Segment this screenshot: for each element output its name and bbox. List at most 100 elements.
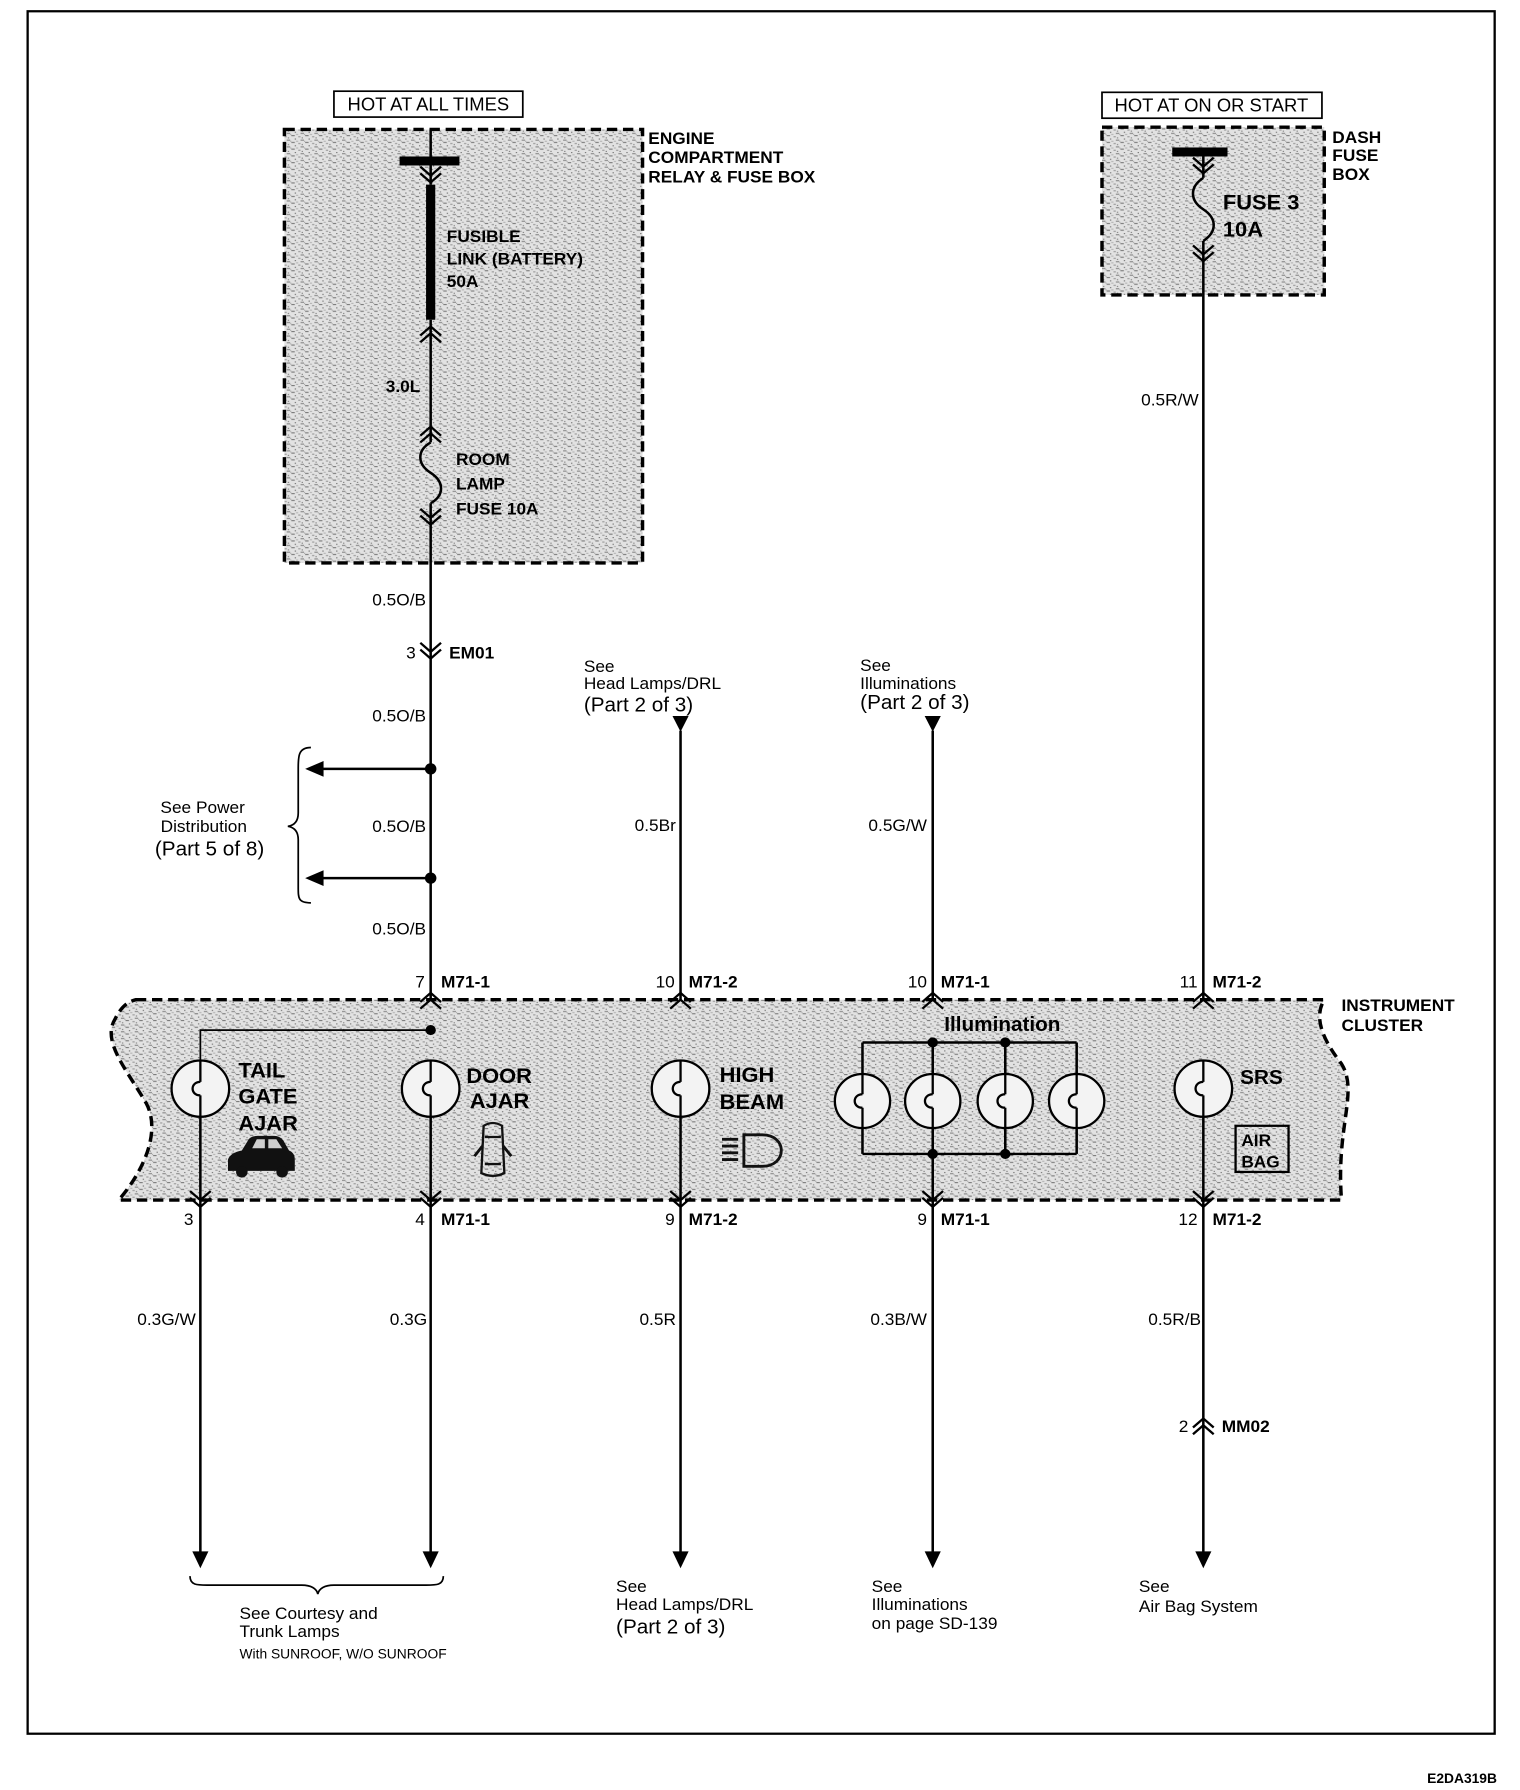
instrument-cluster-label-2: CLUSTER <box>1342 1016 1424 1035</box>
illumination-label: Illumination <box>944 1013 1060 1036</box>
srs-out-arrow <box>1195 1551 1212 1569</box>
em01-pin: 3 <box>406 644 416 663</box>
out-pin-3-number: 3 <box>184 1210 194 1229</box>
head-lamps-out-ref-1: See <box>616 1577 647 1596</box>
air-bag-ref-2: Air Bag System <box>1139 1597 1258 1616</box>
air-bag-ref-1: See <box>1139 1577 1170 1596</box>
wire-label-0-5o-b-2: 0.5O/B <box>372 707 426 726</box>
door-icon-open-doors <box>473 1145 513 1158</box>
illumination-lamp-4 <box>1047 1072 1106 1130</box>
tail-gate-out-arrow <box>192 1551 209 1569</box>
battery-bus-bar <box>399 156 460 166</box>
power-dist-ref-2: Distribution <box>161 817 247 836</box>
wire-label-0-5o-b-3: 0.5O/B <box>372 817 426 836</box>
tail-gate-label-1: TAIL <box>238 1058 285 1083</box>
illumination-branches <box>861 1042 1078 1154</box>
dash-fuse-box: HOT AT ON OR START DASH FUSE BOX FUSE 3 … <box>1100 91 1381 297</box>
hot-at-all-times-label: HOT AT ALL TIMES <box>348 95 510 115</box>
room-lamp-fuse-label-3: FUSE 10A <box>456 500 539 519</box>
out-pin-9-m71-2-number: 9 <box>665 1210 675 1229</box>
tail-gate-ajar-lamp <box>170 1059 231 1118</box>
fusible-link-label-1: FUSIBLE <box>447 227 521 246</box>
splice-dot-1 <box>424 763 437 775</box>
diagram-frame <box>26 10 1496 1735</box>
power-dist-brace <box>287 746 311 904</box>
wire-label-0-5r-b: 0.5R/B <box>1148 1310 1201 1329</box>
out-pin-9-m71-1-id: M71-1 <box>941 1210 990 1229</box>
courtesy-ref-2: Trunk Lamps <box>240 1622 340 1641</box>
room-lamp-feed: 0.5O/B 3 EM01 0.5O/B 0.5O/B See Power Di… <box>155 503 495 1061</box>
ignition-bus-bar <box>1172 147 1228 157</box>
door-ajar-icon <box>473 1121 513 1178</box>
wire-label-0-5g-w: 0.5G/W <box>868 816 927 835</box>
splice-dot-2 <box>424 872 437 884</box>
head-lamps-in-ref-2: Head Lamps/DRL <box>584 674 721 693</box>
engine-box-label-2: COMPARTMENT <box>648 148 784 167</box>
head-lamps-out-ref-3: (Part 2 of 3) <box>616 1616 725 1639</box>
car-window-rear <box>268 1139 283 1149</box>
dash-fuse-box-label-1: DASH <box>1332 128 1381 147</box>
pin-10-m71-1-number: 10 <box>908 972 927 991</box>
high-beam-lens <box>742 1133 783 1168</box>
instrument-cluster-outline <box>109 998 1350 1202</box>
air-bag-label-1: AIR <box>1241 1131 1271 1150</box>
pin-7-connector-id: M71-1 <box>441 972 490 991</box>
fuse3-label-2: 10A <box>1223 217 1264 242</box>
engine-variant-label: 3.0L <box>386 377 421 396</box>
high-beam-label-2: BEAM <box>720 1089 784 1114</box>
high-beam-rays <box>722 1137 739 1161</box>
illum-out-ref-2: Illuminations <box>872 1595 968 1614</box>
out-pin-9-m71-1-number: 9 <box>917 1210 927 1229</box>
wire-label-0-5o-b-1: 0.5O/B <box>372 591 426 610</box>
em01-id: EM01 <box>449 644 495 663</box>
pin-7-number: 7 <box>415 972 425 991</box>
engine-box-outline <box>282 127 645 565</box>
power-dist-arrow-1 <box>305 761 324 777</box>
instrument-cluster: INSTRUMENT CLUSTER 7 M71-1 10 M71-2 10 M… <box>109 972 1456 1229</box>
car-window-front <box>252 1139 265 1149</box>
illum-in-marker <box>924 716 941 732</box>
illum-in-ref-3: (Part 2 of 3) <box>860 691 969 714</box>
engine-compartment-fuse-box: HOT AT ALL TIMES ENGINE COMPARTMENT RELA… <box>282 90 816 565</box>
fuse3-label-1: FUSE 3 <box>1223 190 1300 215</box>
door-out-arrow <box>422 1551 439 1569</box>
fusible-link-label-3: 50A <box>447 272 479 291</box>
wire-label-0-3b-w: 0.3B/W <box>870 1310 928 1329</box>
wire-label-0-5r: 0.5R <box>639 1310 675 1329</box>
high-beam-lamp <box>650 1059 711 1118</box>
illumination-dot-2 <box>1000 1037 1011 1048</box>
illumination-dot-4 <box>1000 1148 1011 1159</box>
power-dist-ref-1: See Power <box>160 798 245 817</box>
illumination-lamp-3 <box>976 1072 1035 1130</box>
mm02-id: MM02 <box>1222 1417 1270 1436</box>
out-pin-4-number: 4 <box>415 1210 425 1229</box>
dash-fuse-box-label-3: BOX <box>1332 165 1370 184</box>
courtesy-brace <box>189 1576 445 1595</box>
pin-10-m71-1-id: M71-1 <box>941 972 990 991</box>
engine-box-label-3: RELAY & FUSE BOX <box>648 168 816 187</box>
head-lamps-in-ref-1: See <box>584 657 615 676</box>
hot-at-on-or-start-box <box>1101 91 1323 120</box>
room-lamp-fuse-label-1: ROOM <box>456 450 510 469</box>
illum-in-ref-1: See <box>860 656 891 675</box>
tail-gate-label-3: AJAR <box>238 1111 298 1136</box>
srs-feed: 0.5R/W <box>1141 240 1205 1061</box>
illum-out-ref-1: See <box>872 1577 903 1596</box>
pin-10-m71-2-number: 10 <box>656 972 675 991</box>
illuminations-input: See Illuminations (Part 2 of 3) 0.5G/W <box>860 656 970 1043</box>
mm02-pin: 2 <box>1179 1417 1189 1436</box>
door-ajar-label-1: DOOR <box>466 1063 532 1088</box>
head-lamps-input: See Head Lamps/DRL (Part 2 of 3) 0.5Br <box>584 657 721 1061</box>
tail-gate-feed-wire <box>199 1029 431 1061</box>
output-wires: 0.3G/W 0.3G 0.5R 0.3B/W 0.5R/B 2 MM02 <box>137 1116 1270 1569</box>
out-pin-4-id: M71-1 <box>441 1210 490 1229</box>
wire-label-0-5r-w: 0.5R/W <box>1141 390 1199 409</box>
high-beam-out-arrow <box>672 1551 689 1569</box>
tail-gate-label-2: GATE <box>238 1083 297 1108</box>
room-lamp-fuse <box>419 441 443 505</box>
pin-11-id: M71-2 <box>1213 972 1262 991</box>
srs-lamp <box>1173 1059 1234 1118</box>
instrument-cluster-label-1: INSTRUMENT <box>1342 996 1456 1015</box>
door-icon-windows <box>484 1135 501 1166</box>
